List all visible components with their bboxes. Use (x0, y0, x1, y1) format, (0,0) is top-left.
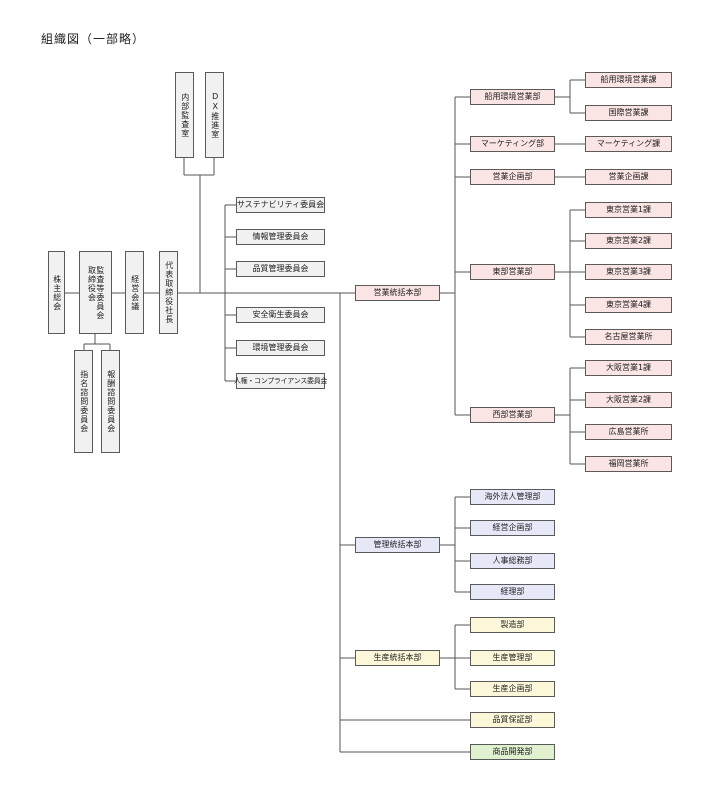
committee-safety: 安全衛生委員会 (236, 307, 325, 323)
hr-general-affairs-dept: 人事総務部 (470, 553, 555, 569)
section-tokyo-2: 東京営業2課 (585, 233, 672, 249)
marine-sales-dept: 船用環境営業部 (470, 89, 555, 105)
section-tokyo-1: 東京営業1課 (585, 202, 672, 218)
section-hiroshima-office: 広島営業所 (585, 424, 672, 440)
committee-information: 情報管理委員会 (236, 229, 325, 245)
sales-planning-dept: 営業企画部 (470, 169, 555, 185)
management-council-box: 経営会議 (125, 251, 144, 334)
nomination-committee-box: 指名諮問委員会 (74, 350, 93, 453)
section-tokyo-4: 東京営業4課 (585, 297, 672, 313)
section-tokyo-3: 東京営業3課 (585, 264, 672, 280)
section-osaka-2: 大阪営業2課 (585, 392, 672, 408)
compensation-committee-box: 報酬諮問委員会 (101, 350, 120, 453)
audit-committee-board-box: 監査等委員会 取締役会 (79, 251, 112, 334)
president-box: 代表取締役社長 (159, 251, 178, 334)
section-marine-sales: 船用環境営業課 (585, 72, 672, 88)
product-development-dept: 商品開発部 (470, 744, 555, 760)
committee-human-rights-compliance: 人権・コンプライアンス委員会 (234, 373, 327, 389)
corporate-planning-dept: 経営企画部 (470, 520, 555, 536)
committee-quality: 品質管理委員会 (236, 261, 325, 277)
overseas-subsidiary-dept: 海外法人管理部 (470, 489, 555, 505)
section-sales-planning: 営業企画課 (585, 169, 672, 185)
committee-sustainability: サステナビリティ委員会 (236, 197, 325, 213)
sales-division: 営業統括本部 (355, 285, 440, 301)
east-sales-dept: 東部営業部 (470, 264, 555, 280)
west-sales-dept: 西部営業部 (470, 407, 555, 423)
shareholders-meeting-box: 株主総会 (48, 251, 65, 334)
section-nagoya-office: 名古屋営業所 (585, 329, 672, 345)
accounting-dept: 経理部 (470, 584, 555, 600)
page-title: 組織図（一部略） (41, 32, 146, 46)
committee-environment: 環境管理委員会 (236, 340, 325, 356)
admin-division: 管理統括本部 (355, 537, 440, 553)
quality-assurance-dept: 品質保証部 (470, 712, 555, 728)
dx-office-box: DX推進室 (205, 72, 224, 158)
marketing-dept: マーケティング部 (470, 136, 555, 152)
production-control-dept: 生産管理部 (470, 650, 555, 666)
section-fukuoka-office: 福岡営業所 (585, 456, 672, 472)
section-osaka-1: 大阪営業1課 (585, 360, 672, 376)
manufacturing-dept: 製造部 (470, 617, 555, 633)
section-marketing: マーケティング課 (585, 136, 672, 152)
production-division: 生産統括本部 (355, 650, 440, 666)
production-planning-dept: 生産企画部 (470, 681, 555, 697)
section-international-sales: 国際営業課 (585, 105, 672, 121)
internal-audit-box: 内部監査室 (175, 72, 194, 158)
